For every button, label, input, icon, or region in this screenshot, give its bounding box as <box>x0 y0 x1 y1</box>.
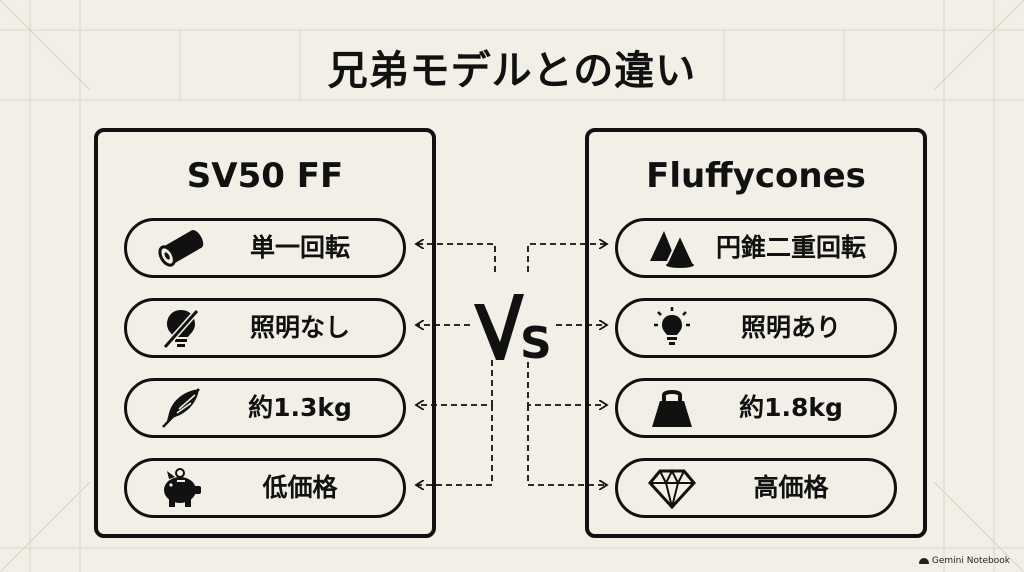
bulb-off-icon <box>162 309 200 349</box>
feature-label: 低価格 <box>262 473 338 502</box>
feature-weight: 約1.8kg <box>615 378 897 438</box>
feature-label: 高価格 <box>753 473 829 502</box>
feature-dual-cone-rotation: 円錐二重回転 <box>615 218 897 278</box>
vs-letter: S <box>520 318 552 369</box>
arrow-right-4 <box>527 405 607 485</box>
feature-light: 照明あり <box>615 298 897 358</box>
vs-mark: S <box>474 294 552 369</box>
feature-label: 単一回転 <box>249 233 350 262</box>
arrow-left-4 <box>416 405 493 485</box>
feature-weight: 約1.3kg <box>124 378 406 438</box>
bulb-on-icon <box>654 307 690 345</box>
cones-icon <box>650 231 696 268</box>
feature-label: 照明あり <box>740 313 841 342</box>
feature-no-light: 照明なし <box>124 298 406 358</box>
feature-label: 約1.3kg <box>248 393 352 422</box>
feature-label: 約1.8kg <box>739 393 843 422</box>
page-title: 兄弟モデルとの違い <box>327 48 697 94</box>
panel-title-right: Fluffycones <box>646 156 866 196</box>
arrow-left-1 <box>416 244 496 272</box>
feather-icon <box>162 388 200 428</box>
piggy-bank-icon <box>164 468 201 507</box>
watermark: Gemini Notebook <box>918 556 1010 566</box>
panel-fluffycones: Fluffycones 円錐二重回転 照明あり <box>585 128 927 538</box>
feature-price: 低価格 <box>124 458 406 518</box>
panel-title-left: SV50 FF <box>186 156 344 196</box>
cylinder-icon <box>158 229 204 267</box>
notebook-logo-icon <box>918 557 929 564</box>
panel-sv50ff: SV50 FF 単一回転 照明なし <box>94 128 436 538</box>
arrow-right-1 <box>527 244 607 272</box>
feature-single-rotation: 単一回転 <box>124 218 406 278</box>
weight-icon <box>652 390 692 427</box>
diamond-icon <box>648 468 696 509</box>
feature-label: 照明なし <box>249 313 350 342</box>
watermark-text: Gemini Notebook <box>931 556 1010 566</box>
feature-price: 高価格 <box>615 458 897 518</box>
feature-label: 円錐二重回転 <box>715 233 866 262</box>
